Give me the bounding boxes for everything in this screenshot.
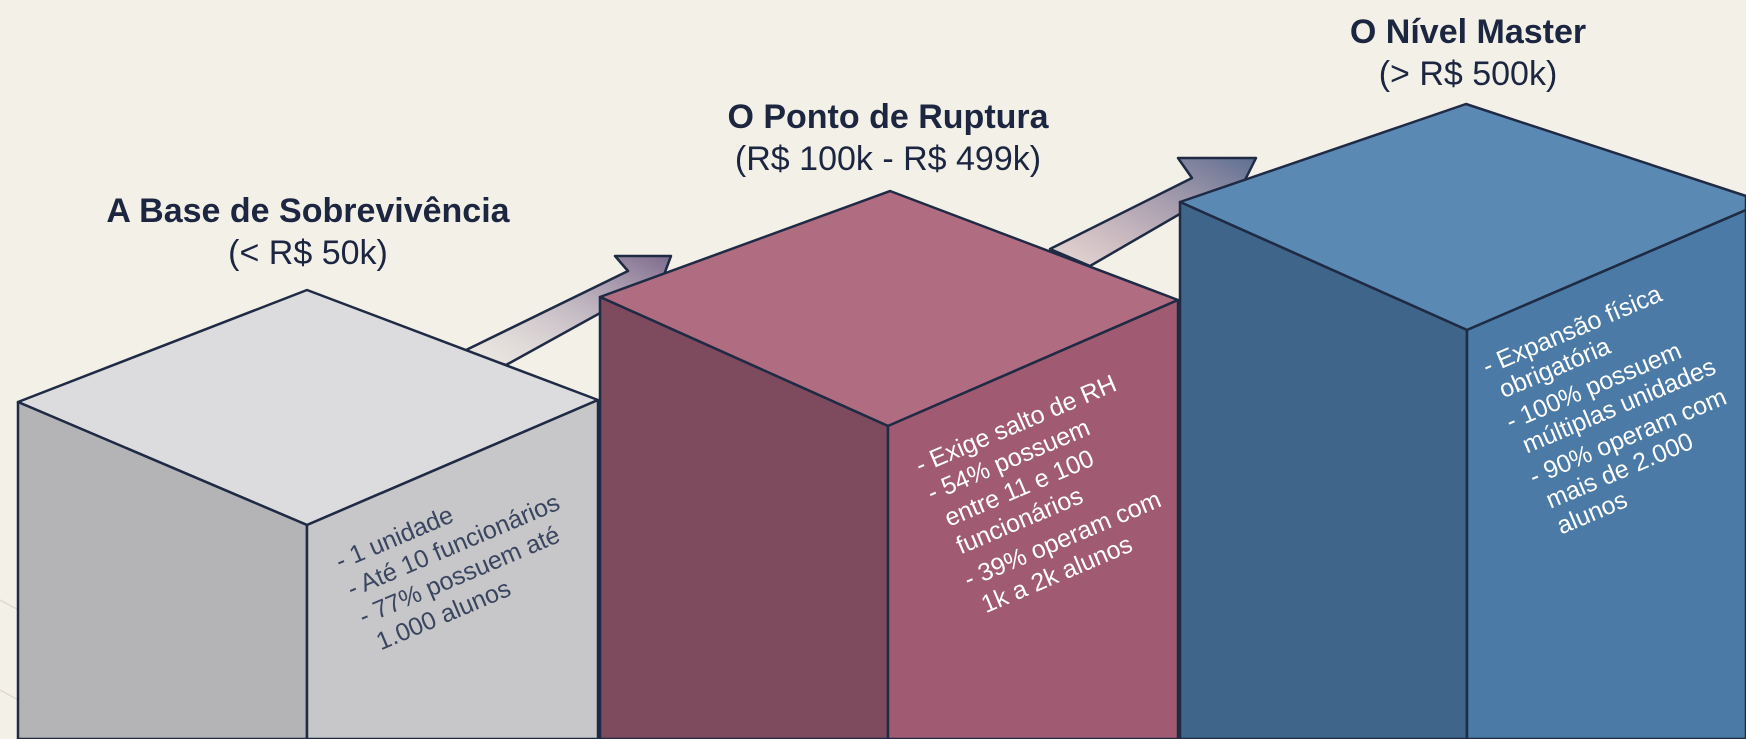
stage-block-base: [16, 288, 600, 739]
stage-block-ruptura: [598, 189, 1180, 739]
stage-range: (< R$ 50k): [228, 234, 388, 272]
stage-block-master: [1178, 102, 1746, 739]
stage-title: O Ponto de Ruptura: [727, 98, 1049, 136]
stage-title: O Nível Master: [1350, 13, 1586, 51]
stage-range: (R$ 100k - R$ 499k): [735, 140, 1041, 178]
stage-range: (> R$ 500k): [1379, 55, 1558, 93]
stage-title: A Base de Sobrevivência: [106, 192, 510, 230]
